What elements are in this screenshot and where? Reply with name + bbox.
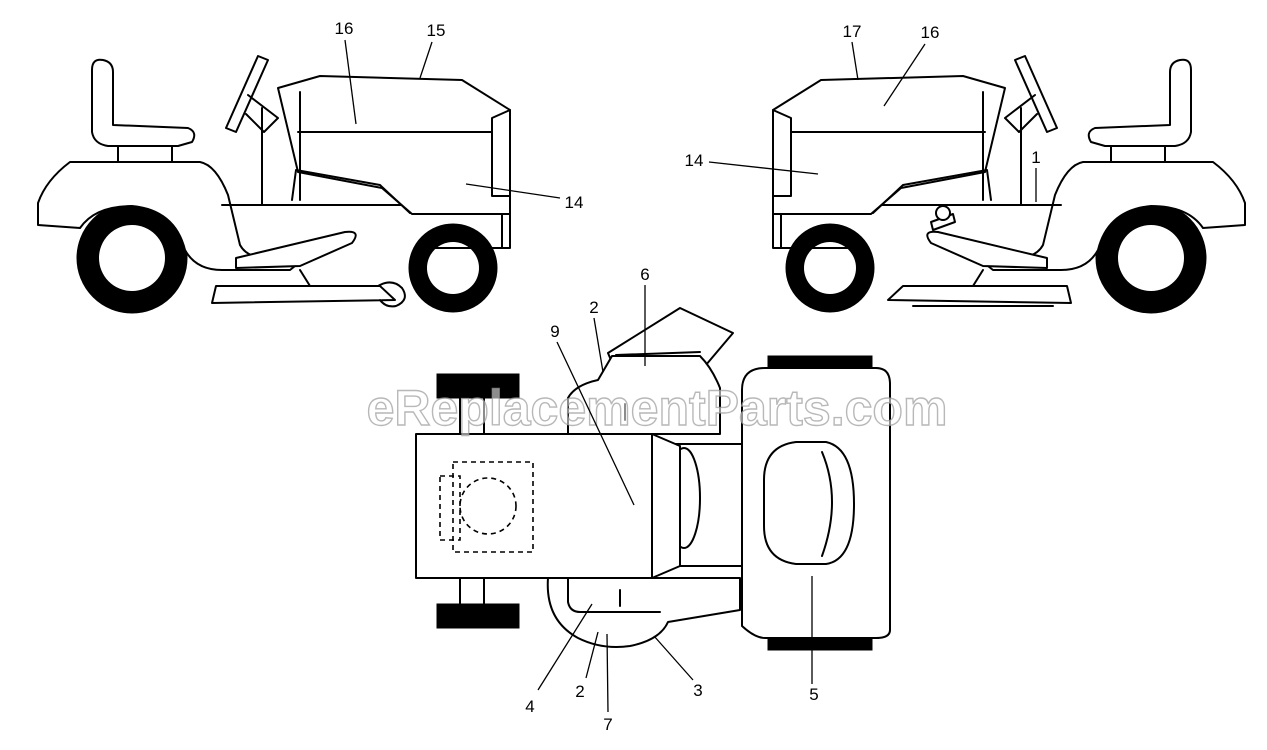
callout-top-2-upper: 2	[589, 298, 598, 317]
callout-top-7: 7	[603, 715, 612, 734]
top-seat-outline	[452, 461, 534, 553]
leader-lines	[344, 39, 1037, 713]
callout-top-4: 4	[525, 697, 534, 716]
left-side-view	[37, 55, 511, 314]
callout-left-15: 15	[427, 21, 446, 40]
top-view	[415, 307, 891, 651]
right-rear-wheel	[1095, 202, 1207, 314]
mower-deck-upper	[567, 355, 721, 435]
callout-right-17: 17	[843, 22, 862, 41]
callout-top-3: 3	[693, 681, 702, 700]
top-grille	[763, 441, 855, 565]
left-rear-wheel	[76, 202, 188, 314]
left-steering-wheel	[225, 55, 279, 133]
watermark: eReplacementParts.com	[367, 380, 948, 436]
right-seat	[1087, 58, 1192, 163]
left-front-wheel	[408, 223, 498, 313]
right-steering-wheel	[1004, 55, 1058, 133]
callout-right-1: 1	[1031, 148, 1040, 167]
left-hood	[277, 75, 511, 215]
top-rear-tire-upper	[436, 373, 520, 399]
right-lift-lever	[930, 205, 956, 231]
callout-top-2-lower: 2	[575, 682, 584, 701]
right-front-wheel	[785, 223, 875, 313]
callout-top-9: 9	[550, 322, 559, 341]
callout-labels: 16 15 14 17 16 14 1 6 2 9 5 3 4 2 7	[335, 19, 1041, 734]
callout-left-16: 16	[335, 19, 354, 38]
callout-top-5: 5	[809, 685, 818, 704]
right-side-view	[772, 55, 1246, 314]
callout-right-14: 14	[685, 151, 704, 170]
callout-top-6: 6	[640, 265, 649, 284]
top-seat-deck	[415, 433, 681, 579]
left-footrest	[235, 230, 357, 269]
left-mower-deck	[211, 285, 396, 304]
callout-left-14: 14	[565, 193, 584, 212]
left-seat	[91, 58, 196, 163]
callout-right-16: 16	[921, 23, 940, 42]
top-rear-tire-lower	[436, 603, 520, 629]
